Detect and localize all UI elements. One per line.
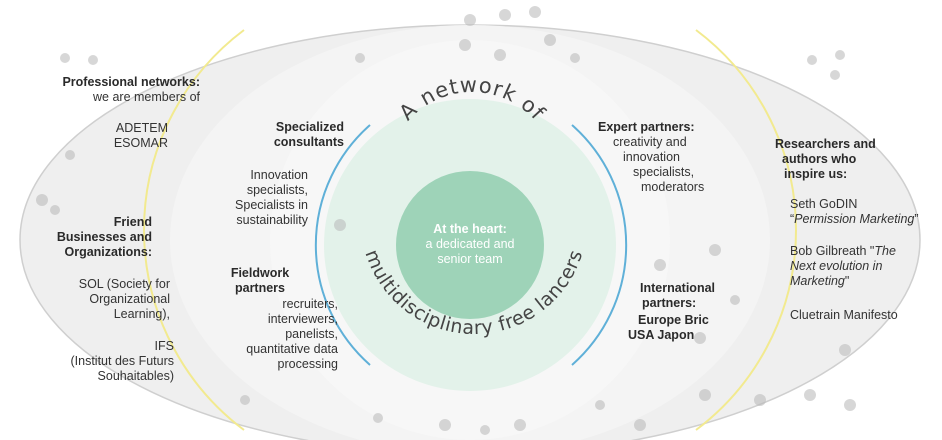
international-title-line: partners: [642,296,697,310]
cluetrain: Cluetrain Manifesto [790,308,898,322]
consultants-line: Innovation [250,168,308,182]
researchers-title: Researchers and authors who inspire us: [775,137,895,182]
fieldwork-line: panelists, [285,327,338,341]
gilbreath-work-1: The [874,244,896,258]
ifs-entry: IFS (Institut des Futurs Souhaitables) [20,339,174,384]
friends-title-line: Businesses and [56,230,152,244]
ifs-line: IFS [154,339,174,353]
international-title: International partners: [640,281,740,311]
yellow-arc-right [695,29,797,431]
fieldwork-line: processing [277,357,338,371]
consultants-body: Innovation specialists, Specialists in s… [200,168,308,228]
consultants-line: Specialists in [235,198,308,212]
expert-line: specialists, [633,165,695,179]
blue-arc-left [314,124,371,366]
professional-members: ADETEM ESOMAR [20,121,168,151]
member-item: ADETEM [115,121,168,135]
expert-line: moderators [641,180,705,194]
fieldwork-line: quantitative data [246,342,338,356]
gilbreath-work-2: Next evolution in [790,259,883,273]
sol-entry: SOL (Society for Organizational Learning… [20,277,170,322]
consultants-title: Specialized consultants [230,120,344,150]
core-line-1: a dedicated and [425,237,515,251]
gilbreath-entry: Bob Gilbreath "The Next evolution in Mar… [790,244,935,289]
fieldwork-line: recruiters, [282,297,338,311]
sol-line: SOL (Society for [78,277,170,291]
sol-line: Learning), [113,307,170,321]
core-line-2: senior team [437,252,503,266]
international-line: Europe Bric [638,313,709,327]
gilbreath-name: Bob Gilbreath " [790,244,875,258]
core-label: At the heart: a dedicated and senior tea… [405,222,535,267]
fieldwork-title-line: partners [234,281,286,295]
ifs-line: (Institut des Futurs [70,354,174,368]
friends-title-line: Organizations: [64,245,152,259]
sol-line: Organizational [89,292,170,306]
member-item: ESOMAR [113,136,168,150]
international-body: Europe Bric USA Japon [628,313,728,343]
godin-work: “Permission Marketing” [790,212,919,226]
ifs-line: Souhaitables) [97,369,174,383]
fieldwork-body: recruiters, interviewers, panelists, qua… [210,297,338,372]
consultants-line: specialists, [246,183,308,197]
expert-line: creativity and [613,135,687,149]
fieldwork-title: Fieldwork partners [222,266,298,296]
gilbreath-line-3: Marketing" [790,274,850,288]
consultants-line: sustainability [236,213,308,227]
expert-body: creativity and innovation specialists, m… [613,135,733,195]
godin-work-title: Permission Marketing [794,212,915,226]
researchers-title-line: Researchers and [775,137,876,151]
godin-name: Seth GoDIN [790,197,858,211]
international-title-line: International [640,281,716,295]
expert-title: Expert partners: [598,120,695,134]
fieldwork-line: interviewers, [267,312,338,326]
friends-title-line: Friend [113,215,152,229]
expert-line: innovation [623,150,680,164]
professional-networks-title: Professional networks: [62,75,200,89]
gilbreath-line-1: Bob Gilbreath "The [790,244,935,259]
professional-networks-subtitle: we are members of [93,90,200,104]
consultants-title-line: Specialized [275,120,344,134]
yellow-arc-left [143,29,245,431]
international-line: USA Japon [628,328,695,342]
core-heading: At the heart: [433,222,507,236]
blue-arc-right [571,124,628,366]
consultants-title-line: consultants [273,135,344,149]
professional-networks-block: Professional networks: we are members of [20,75,200,105]
fieldwork-title-line: Fieldwork [230,266,290,280]
gilbreath-work-3: Marketing [790,274,845,288]
friends-title: Friend Businesses and Organizations: [20,215,152,260]
core-circle [396,171,544,319]
researchers-title-line: inspire us: [784,167,848,181]
researchers-title-line: authors who [782,152,857,166]
crowd-figures [36,6,856,435]
